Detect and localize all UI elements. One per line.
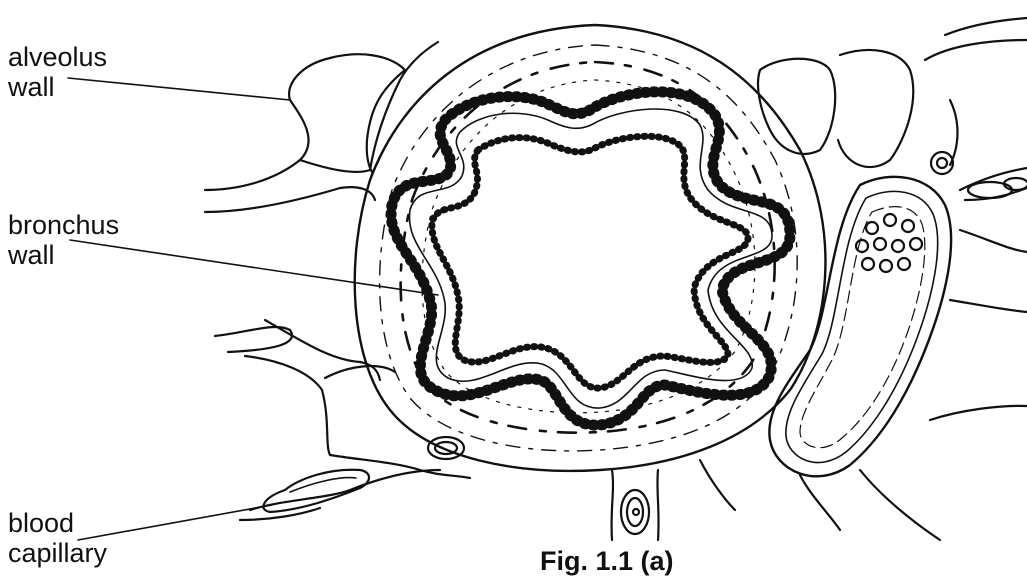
alveolus-label-line-2: wall (8, 72, 107, 102)
bronchus-wall-label: bronchus wall (8, 210, 119, 270)
bronchus-outer-layers (355, 25, 826, 471)
capillary-label-line-2: capillary (8, 538, 107, 568)
blood-capillary-leader-line (78, 505, 272, 540)
bronchus-wall-leader-line (70, 240, 438, 295)
capillary-label-line-1: blood (8, 508, 107, 538)
bronchus-label-line-2: wall (8, 240, 119, 270)
small-vessel-bottom (612, 470, 659, 540)
bronchus-label-line-1: bronchus (8, 210, 119, 240)
bronchus-epithelium (391, 92, 790, 425)
blood-capillary-label: blood capillary (8, 508, 107, 568)
figure-caption: Fig. 1.1 (a) (540, 546, 674, 577)
alveolus-wall-label: alveolus wall (8, 42, 107, 102)
alveoli-left (205, 42, 470, 520)
alveolus-label-line-1: alveolus (8, 42, 107, 72)
blood-vessel-right (700, 18, 1027, 540)
